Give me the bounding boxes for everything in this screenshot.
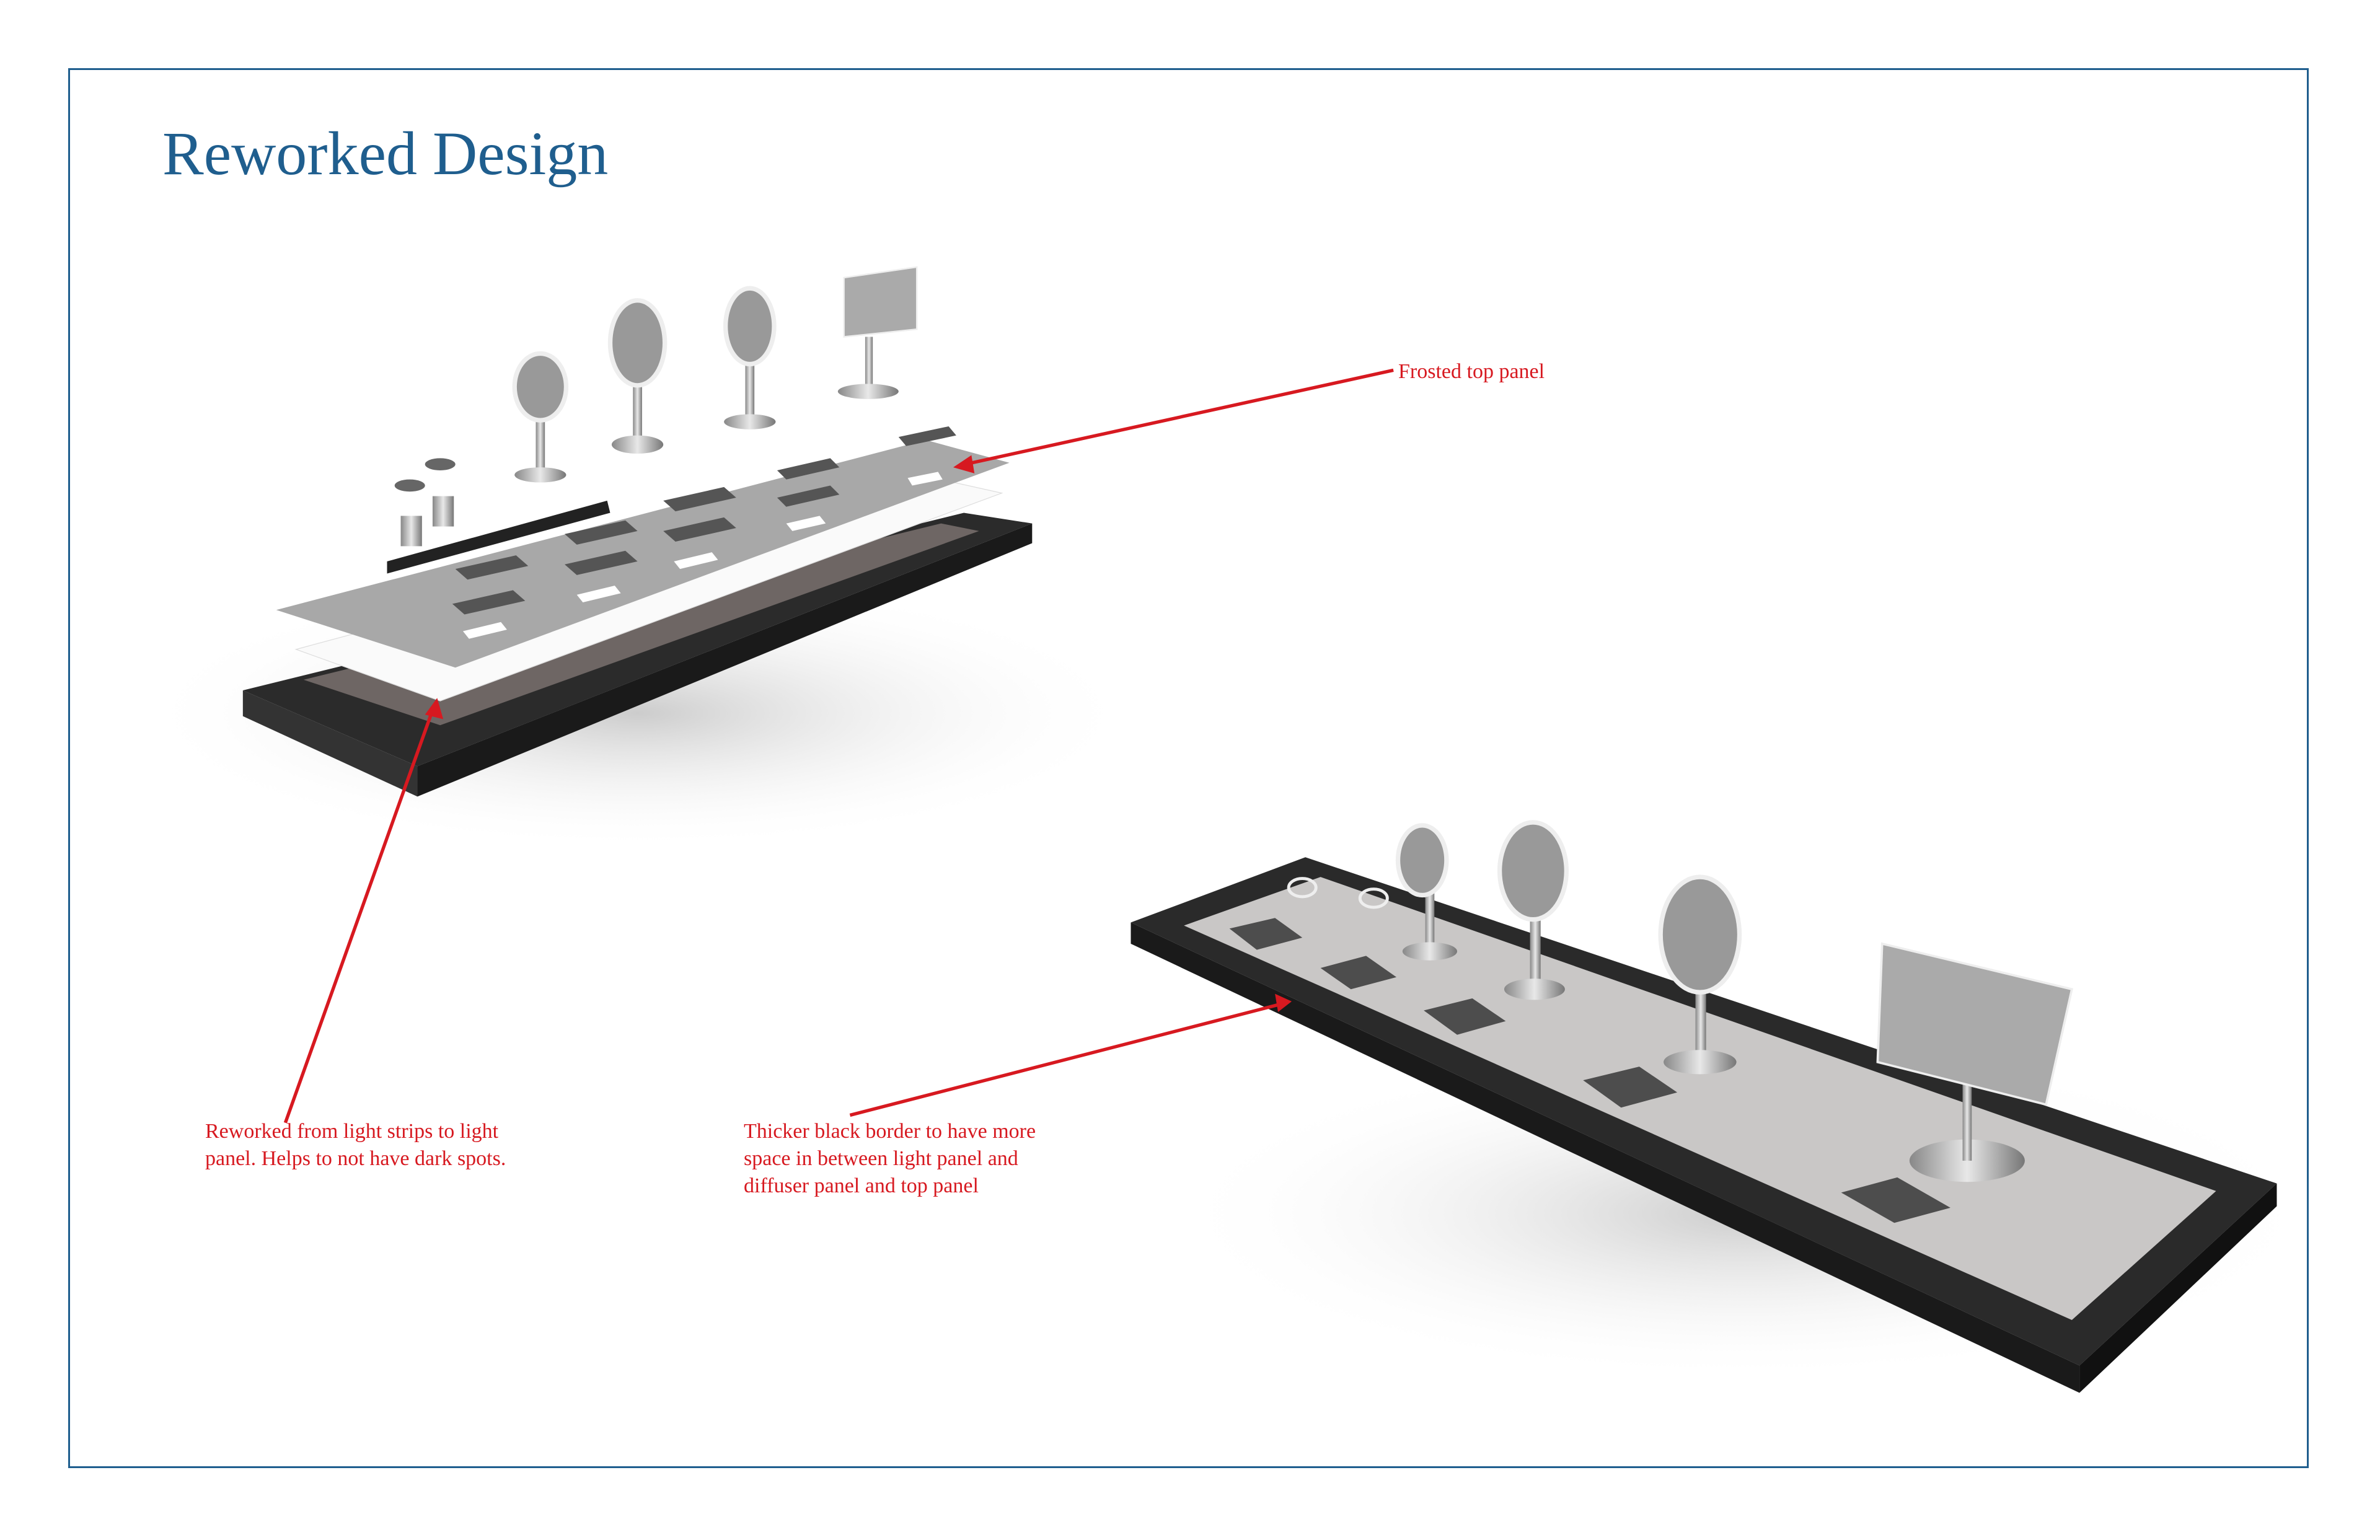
strip	[387, 500, 610, 574]
exploded-view	[136, 266, 1139, 850]
annotation-line: Thicker black border to have more	[744, 1120, 1036, 1143]
annotation-reworked: Reworked from light strips to light pane…	[205, 1118, 506, 1173]
ring-holders	[1287, 877, 1389, 909]
top-panel	[1184, 877, 2216, 1320]
annotation-arrows	[283, 368, 1394, 1124]
base-frame-side	[1130, 922, 2080, 1393]
mirror-stands	[512, 266, 918, 483]
base-frame-end	[242, 690, 418, 797]
arrow-reworked	[283, 709, 434, 1124]
annotation-line: Reworked from light strips to light	[205, 1120, 499, 1143]
panel-inserts	[452, 426, 956, 615]
annotation-line: panel. Helps to not have dark spots.	[205, 1147, 506, 1170]
annotation-frosted-top-panel: Frosted top panel	[1398, 360, 1545, 383]
assembled-view	[1130, 820, 2322, 1393]
page-frame	[68, 68, 2309, 1468]
panel-inserts	[1229, 918, 1950, 1223]
base-frame-end	[2079, 1183, 2277, 1393]
arrow-thicker	[849, 1003, 1280, 1117]
base-frame-side	[417, 523, 1033, 797]
annotation-thicker-border: Thicker black border to have more space …	[744, 1118, 1036, 1200]
panel-cutouts	[462, 472, 943, 639]
annotation-line: diffuser panel and top panel	[744, 1174, 979, 1197]
page-title: Reworked Design	[162, 119, 609, 188]
annotation-line: space in between light panel and	[744, 1147, 1018, 1170]
ring-holders	[394, 458, 456, 547]
arrow-frosted	[964, 368, 1394, 466]
mirror-stands	[1395, 820, 2074, 1182]
